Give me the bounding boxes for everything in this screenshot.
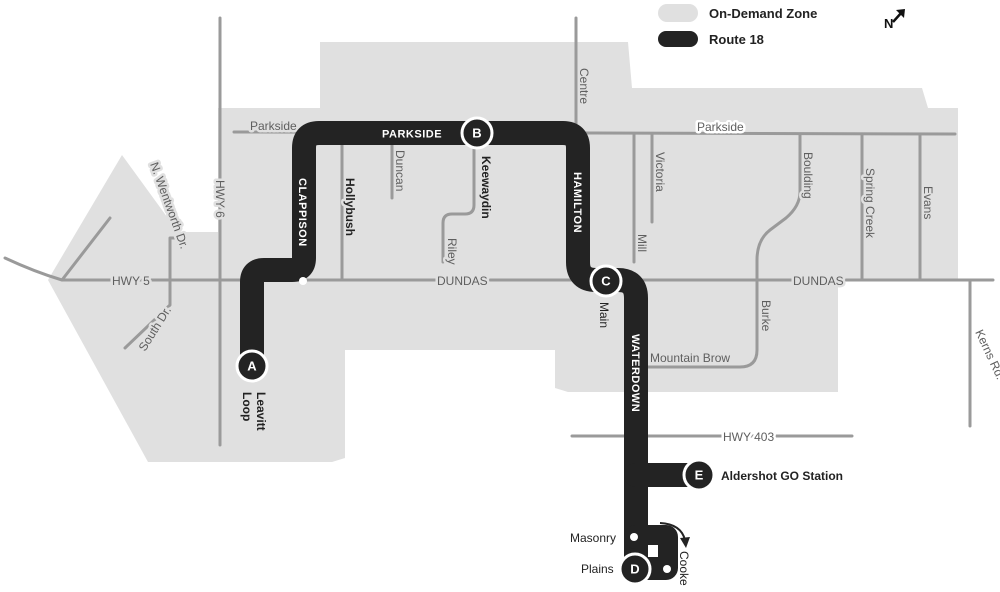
stop-a-name-line1: Leavitt — [254, 392, 268, 431]
minor-stop-dots — [299, 277, 671, 573]
label-parkside-east: Parkside — [697, 120, 744, 134]
stop-d-name: Plains — [581, 562, 614, 576]
loop-block — [648, 545, 658, 557]
legend: On-Demand Zone Route 18 — [658, 4, 817, 47]
north-indicator: N — [884, 9, 905, 31]
stop-c-letter: C — [601, 274, 611, 289]
stop-e-name: Aldershot GO Station — [721, 469, 843, 483]
stop-b[interactable]: B — [460, 116, 494, 150]
stop-e-letter: E — [695, 468, 704, 483]
label-mountain-brow: Mountain Brow — [650, 351, 730, 365]
legend-route-label: Route 18 — [709, 32, 764, 47]
stop-c-marker[interactable] — [589, 264, 623, 298]
label-evans: Evans — [921, 186, 935, 219]
stop-e-marker[interactable] — [682, 458, 716, 492]
boulding-burke-road — [638, 132, 802, 369]
label-mill: Mill — [635, 234, 649, 252]
stop-d-marker[interactable] — [618, 552, 652, 586]
stop-b-marker[interactable] — [460, 116, 494, 150]
stop-a-marker[interactable] — [235, 349, 269, 383]
stop-b-letter: B — [472, 126, 481, 141]
stop-d-letter: D — [630, 562, 639, 577]
north-arrow-icon — [896, 9, 905, 18]
stop-c[interactable]: C — [589, 264, 623, 298]
label-masonry: Masonry — [570, 531, 616, 545]
label-hollybush: Hollybush — [343, 178, 357, 236]
label-spring-creek: Spring Creek — [863, 168, 877, 239]
label-dundas-east: DUNDAS — [793, 274, 844, 288]
label-riley: Riley — [445, 238, 459, 265]
loop-arrowhead-icon — [680, 537, 690, 548]
label-centre: Centre — [577, 68, 591, 104]
riley-keewaydin-road — [441, 132, 476, 264]
legend-zone-swatch — [658, 4, 698, 22]
label-burke: Burke — [759, 300, 773, 332]
label-parkside-west: Parkside — [250, 119, 297, 133]
south-dr-road — [123, 236, 184, 350]
on-demand-zone — [48, 42, 958, 462]
cooke-stop-dot — [663, 565, 671, 573]
label-cooke: Cooke — [677, 551, 691, 586]
label-victoria: Victoria — [653, 152, 667, 192]
loop-direction-arrow — [659, 522, 686, 541]
stop-a-letter: A — [247, 359, 257, 374]
label-hwy403: HWY 403 — [723, 430, 774, 444]
route-label-parkside: PARKSIDE — [382, 129, 442, 141]
north-label: N — [884, 16, 893, 31]
route-label-clappison: CLAPPISON — [296, 178, 308, 247]
legend-route-swatch — [658, 31, 698, 47]
n-wentworth-road — [60, 216, 112, 282]
clappison-stop-dot — [299, 277, 307, 285]
stop-a[interactable]: A — [235, 349, 269, 383]
label-hwy5: HWY 5 — [112, 274, 150, 288]
route-label-waterdown: WATERDOWN — [629, 334, 641, 412]
masonry-stop-dot — [630, 533, 638, 541]
stop-a-name-line2: Loop — [240, 392, 254, 421]
label-boulding: Boulding — [801, 152, 815, 199]
label-main: Main — [597, 302, 611, 328]
label-keewaydin: Keewaydin — [479, 156, 493, 219]
legend-zone-label: On-Demand Zone — [709, 6, 817, 21]
route-label-hamilton: HAMILTON — [571, 172, 583, 233]
stop-e[interactable]: E — [682, 458, 716, 492]
stop-d[interactable]: D — [618, 552, 652, 586]
route-street-labels: PARKSIDE CLAPPISON HAMILTON WATERDOWN — [296, 129, 641, 413]
label-duncan: Duncan — [393, 150, 407, 191]
label-dundas-west: DUNDAS — [437, 274, 488, 288]
label-kerns: Kerns Rd. — [972, 327, 1000, 381]
label-hwy6: HWY 6 — [213, 180, 227, 218]
